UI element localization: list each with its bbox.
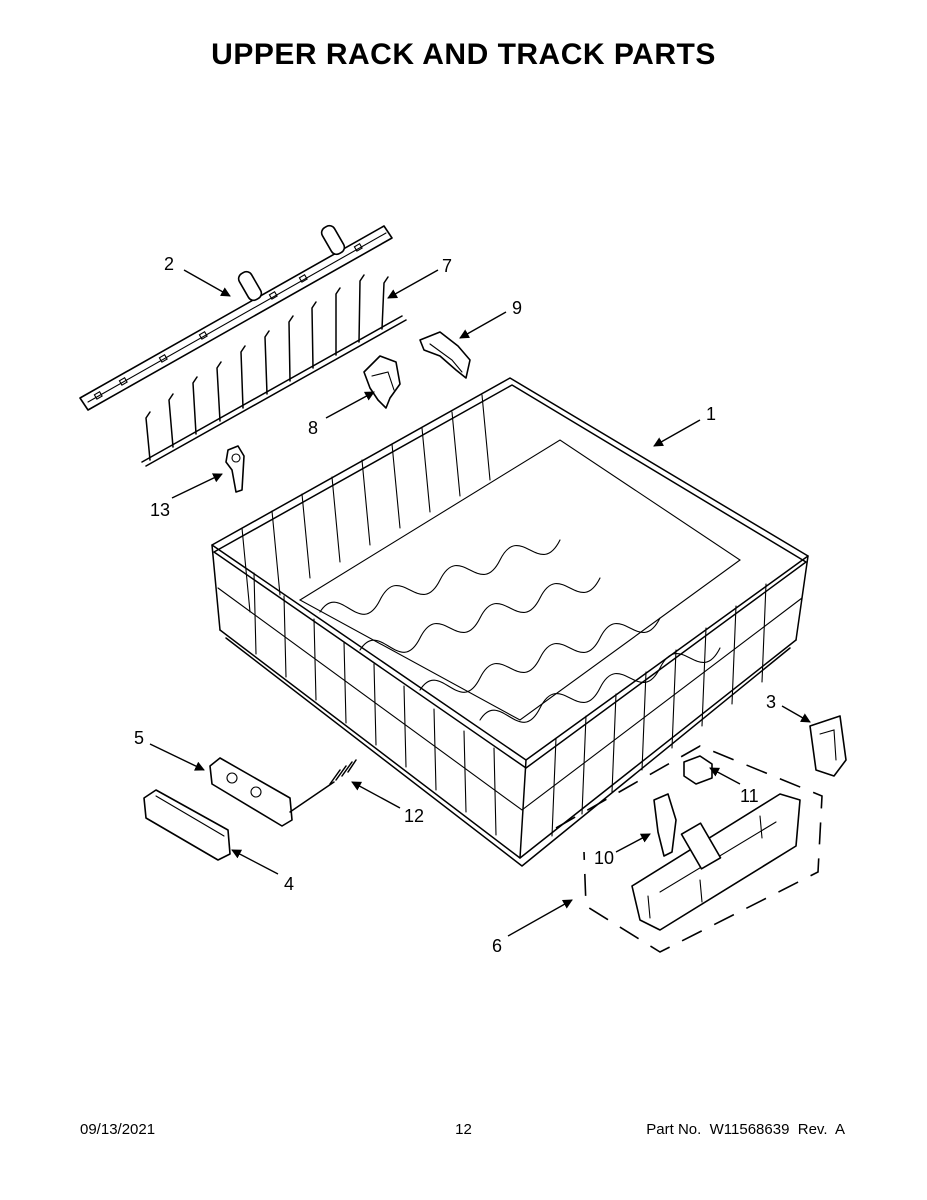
callout-9: 9	[512, 298, 522, 318]
callout-labels: 1 2 3 4 5 6 7 8 9 10 11 12 13	[134, 254, 776, 956]
part-5-wheel-holder	[209, 757, 293, 827]
callout-6: 6	[492, 936, 502, 956]
callout-leaders	[149, 269, 811, 937]
callout-11: 11	[740, 786, 759, 806]
part-4-cover	[143, 789, 231, 861]
footer-part-number: Part No. W11568639 Rev. A	[646, 1121, 845, 1138]
part-6-adjuster-assembly	[631, 793, 801, 931]
part-13-hook	[225, 445, 245, 493]
footer-date: 09/13/2021	[80, 1121, 156, 1138]
part-8-rack-clip	[363, 355, 401, 409]
callout-1: 1	[706, 404, 716, 424]
callout-12: 12	[404, 806, 424, 826]
callout-10: 10	[594, 848, 614, 868]
callout-7: 7	[442, 256, 452, 276]
part-3-bracket	[809, 715, 847, 777]
part-6-assembly-outline	[555, 745, 823, 953]
footer-page-number: 12	[455, 1121, 472, 1138]
part-12-spring	[289, 759, 357, 813]
part-11-button	[683, 755, 713, 785]
page-title: UPPER RACK AND TRACK PARTS	[211, 38, 716, 71]
callout-4: 4	[284, 874, 294, 894]
part-9-rack-clip	[419, 331, 471, 379]
callout-2: 2	[164, 254, 174, 274]
part-7-tine-row	[141, 274, 407, 467]
callout-3: 3	[766, 692, 776, 712]
callout-13: 13	[150, 500, 170, 520]
callout-8: 8	[308, 418, 318, 438]
part-2-track-rail	[79, 224, 393, 411]
part-10-lever	[653, 793, 677, 857]
part-1-upper-rack	[211, 377, 809, 867]
callout-5: 5	[134, 728, 144, 748]
